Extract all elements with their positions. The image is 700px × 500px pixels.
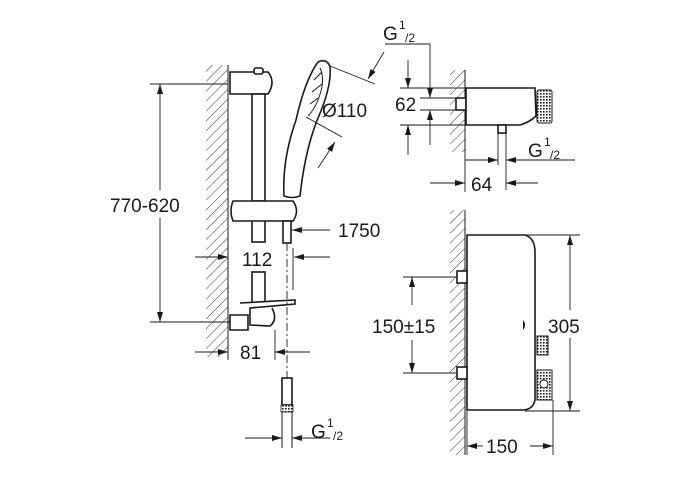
- rail-bar: [251, 271, 266, 305]
- valve-inlet-thread-label: G 1 /2: [383, 18, 415, 45]
- bottom-bracket: [229, 314, 249, 331]
- valve-body: [466, 234, 536, 411]
- svg-text:G: G: [528, 141, 543, 162]
- valve-inlet: [455, 97, 467, 111]
- rail-depth-label: 81: [240, 343, 261, 364]
- hose-nut: [280, 404, 294, 413]
- hand-shower: [282, 59, 332, 199]
- valve-knob: [536, 89, 553, 124]
- svg-text:1: 1: [327, 416, 334, 430]
- valve-front-view: 305 150±15 150: [372, 210, 580, 458]
- valve-total-width-label: 150: [486, 437, 518, 458]
- diameter-label: Ø110: [322, 101, 367, 122]
- flow-knob: [536, 335, 549, 356]
- rail-bar: [251, 219, 266, 243]
- valve-side-view: 62 G 1 /2 G 1 /2 64: [383, 18, 575, 196]
- svg-text:G: G: [311, 422, 326, 443]
- slider-holder: [282, 220, 292, 244]
- svg-text:/2: /2: [333, 429, 343, 443]
- shower-face: [307, 67, 324, 117]
- valve-inlet-bottom: [456, 366, 468, 380]
- bottom-shelf: [239, 299, 296, 327]
- valve-outlet-offset-label: 64: [471, 175, 493, 196]
- shower-rail-view: 770-620 Ø110 1750 112 81 G 1 /2: [110, 51, 385, 448]
- valve-inlet-top: [456, 270, 468, 284]
- rail-height-label: 770-620: [110, 196, 180, 217]
- rail-bar: [251, 93, 266, 202]
- top-bracket: [229, 71, 273, 95]
- valve-total-height-label: 305: [548, 317, 580, 338]
- slider: [230, 200, 298, 222]
- svg-text:1: 1: [544, 135, 551, 149]
- valve-outlet: [497, 124, 507, 134]
- knob-button: [539, 379, 549, 389]
- svg-text:/2: /2: [405, 31, 415, 45]
- inlet-spacing-label: 150±15: [372, 317, 435, 338]
- valve-body: [465, 87, 537, 126]
- wall-hatch: [206, 65, 228, 357]
- valve-outlet-thread-label: G 1 /2: [528, 135, 560, 162]
- svg-text:/2: /2: [550, 148, 560, 162]
- indicator: [523, 320, 525, 330]
- svg-text:1: 1: [399, 18, 406, 32]
- hose-fitting: [281, 377, 293, 406]
- slider-offset-label: 112: [242, 250, 272, 271]
- hose-length-label: 1750: [338, 221, 380, 242]
- shower-nozzles: [309, 71, 323, 105]
- valve-height-label: 62: [395, 95, 416, 116]
- bracket-cap: [253, 67, 264, 75]
- svg-text:G: G: [383, 24, 398, 45]
- hose-thread-label: G 1 /2: [311, 416, 343, 443]
